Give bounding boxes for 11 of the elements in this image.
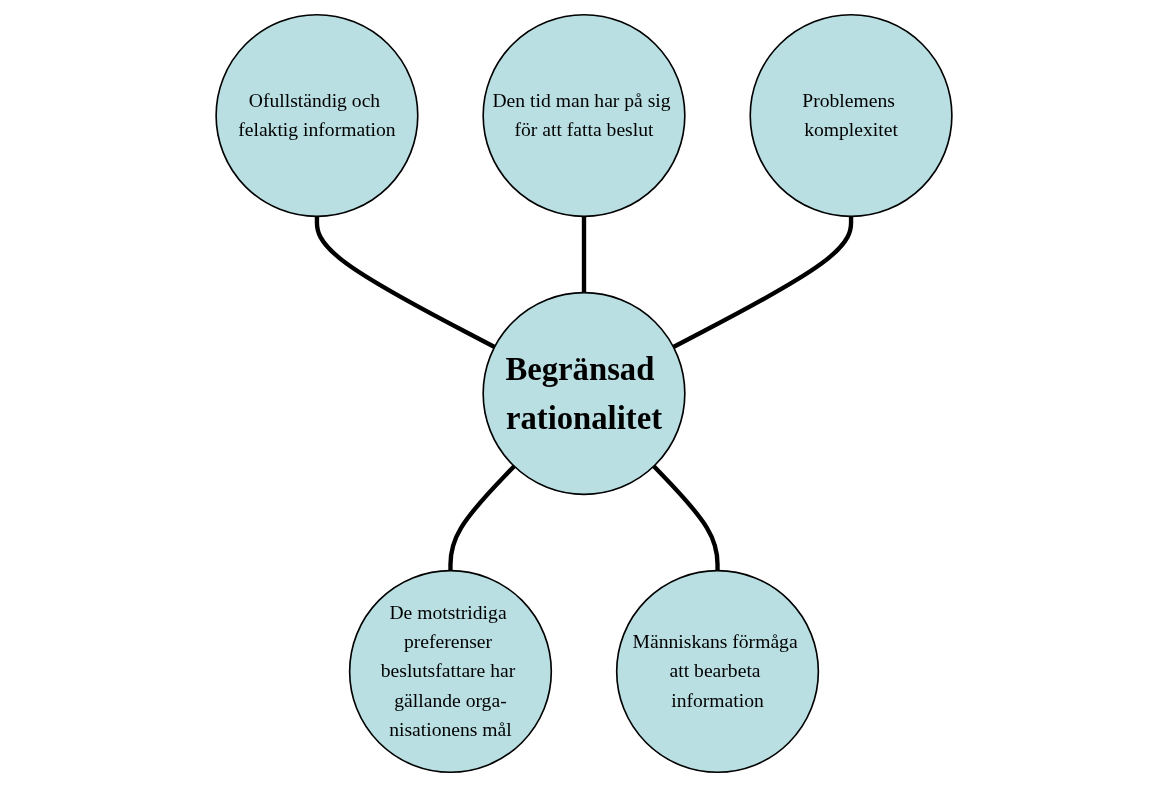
node-circle: Problemens komplexitet xyxy=(749,13,953,218)
node-circle: Människans förmåga att bearbeta information xyxy=(615,569,820,774)
node-circle: Ofullständig och felaktig information xyxy=(215,13,419,218)
node-circle: Den tid man har på sig för att fatta beslut xyxy=(482,13,686,218)
connector xyxy=(314,216,496,349)
connector xyxy=(672,216,854,349)
node-circle: De motstridiga preferenser beslutsfattare har gällande orga-nisationens mål xyxy=(348,569,553,774)
connector xyxy=(652,464,720,571)
connector xyxy=(581,216,587,293)
node-circle: Begränsad rationalitet xyxy=(482,291,686,496)
connector xyxy=(448,464,516,571)
